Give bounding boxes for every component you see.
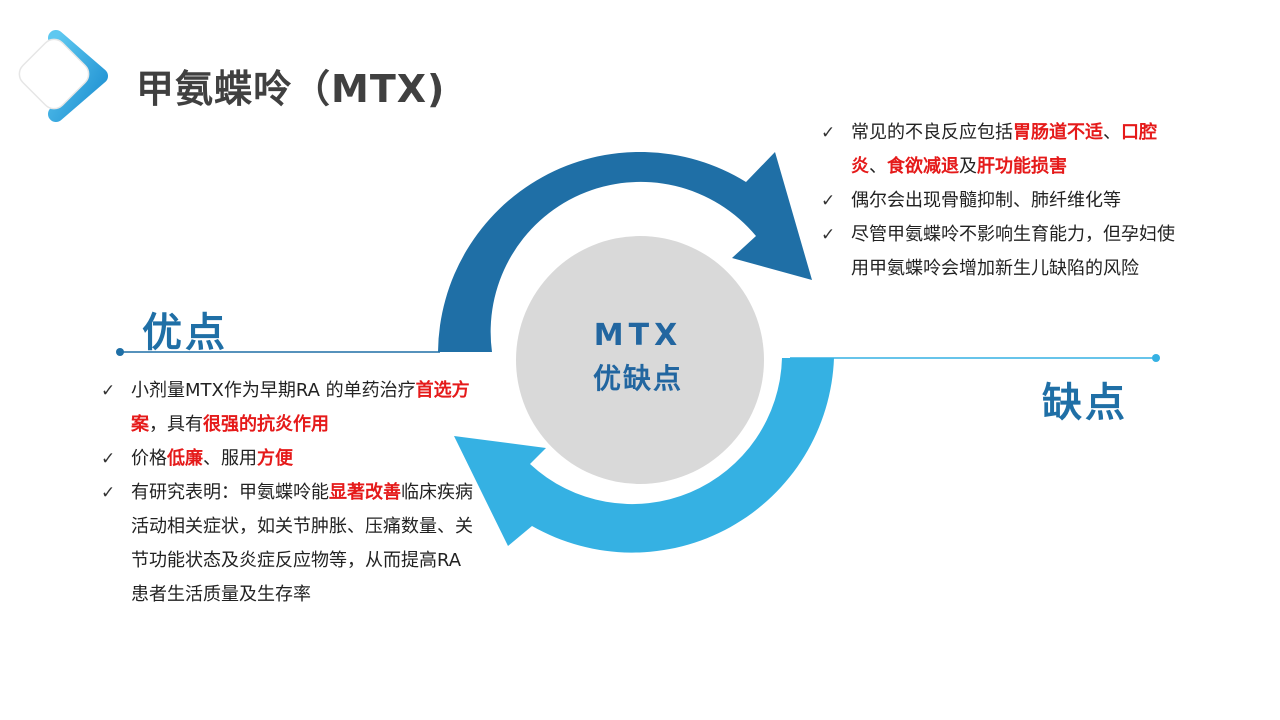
highlight-text: 口腔炎 (851, 122, 1157, 177)
list-item: ✓ 价格低廉、服用方便 (101, 442, 473, 476)
highlight-text: 方便 (257, 448, 293, 469)
item-text: 小剂量MTX作为早期RA 的单药治疗 (131, 380, 416, 401)
cons-heading: 缺点 (1042, 380, 1128, 426)
list-item: ✓常见的不良反应包括胃肠道不适、口腔炎、食欲减退及肝功能损害 (821, 116, 1191, 184)
check-icon: ✓ (821, 191, 836, 211)
center-circle (516, 236, 764, 484)
check-icon: ✓ (821, 225, 836, 245)
item-text: 尽管甲氨蝶呤不影响生育能力，但孕妇使用甲氨蝶呤会增加新生儿缺陷的风险 (851, 224, 1175, 279)
highlight-text: 很强的抗炎作用 (203, 414, 329, 435)
list-item: ✓ 小剂量MTX作为早期RA 的单药治疗首选方案，具有很强的抗炎作用 (101, 374, 473, 442)
list-item: ✓ 尽管甲氨蝶呤不影响生育能力，但孕妇使用甲氨蝶呤会增加新生儿缺陷的风险 (821, 218, 1191, 286)
cons-connector-dot (1152, 354, 1160, 362)
top-arc-arrow (438, 151, 812, 352)
check-icon: ✓ (101, 483, 116, 503)
item-text: 临床疾病活动相关症状，如关节肿胀、压痛数量、关节功能状态及炎症反应物等，从而提高… (131, 482, 473, 605)
item-text: 、 (1103, 122, 1121, 143)
pros-heading: 优点 (142, 310, 228, 356)
item-text: 价格 (131, 448, 167, 469)
bottom-arc-arrow (454, 358, 834, 553)
check-icon: ✓ (821, 123, 836, 143)
item-text: 、 (869, 156, 887, 177)
list-item: ✓ 有研究表明：甲氨蝶呤能显著改善临床疾病活动相关症状，如关节肿胀、压痛数量、关节… (101, 476, 473, 612)
check-icon: ✓ (101, 381, 116, 401)
cycle-diagram (438, 151, 834, 553)
center-label-line1: MTX (593, 318, 683, 353)
item-text: 偶尔会出现骨髓抑制、肺纤维化等 (851, 190, 1121, 211)
item-text: ，具有 (149, 414, 203, 435)
item-text: 有研究表明：甲氨蝶呤能 (131, 482, 329, 503)
highlight-text: 首选方案 (131, 380, 470, 435)
diamond-chevron-logo-icon (18, 30, 108, 122)
center-label-line2: 优缺点 (592, 362, 683, 395)
pros-list: ✓ 小剂量MTX作为早期RA 的单药治疗首选方案，具有很强的抗炎作用 ✓ 价格低廉、服… (101, 374, 473, 612)
item-text: 常见的不良反应包括 (851, 122, 1013, 143)
highlight-text: 显著改善 (329, 482, 401, 503)
item-text: 及 (959, 156, 977, 177)
highlight-text: 食欲减退 (887, 156, 959, 177)
center-label: MTX 优缺点 (520, 316, 756, 402)
highlight-text: 胃肠道不适 (1013, 122, 1103, 143)
highlight-text: 低廉 (167, 448, 203, 469)
list-item: ✓ 偶尔会出现骨髓抑制、肺纤维化等 (821, 184, 1191, 218)
pros-connector-dot (116, 348, 124, 356)
cons-list: ✓常见的不良反应包括胃肠道不适、口腔炎、食欲减退及肝功能损害✓偶尔会出现骨髓抑制… (821, 116, 1191, 286)
page-title: 甲氨蝶呤（MTX) (136, 67, 446, 111)
highlight-text: 肝功能损害 (977, 156, 1067, 177)
item-text: 、服用 (203, 448, 257, 469)
check-icon: ✓ (101, 449, 116, 469)
